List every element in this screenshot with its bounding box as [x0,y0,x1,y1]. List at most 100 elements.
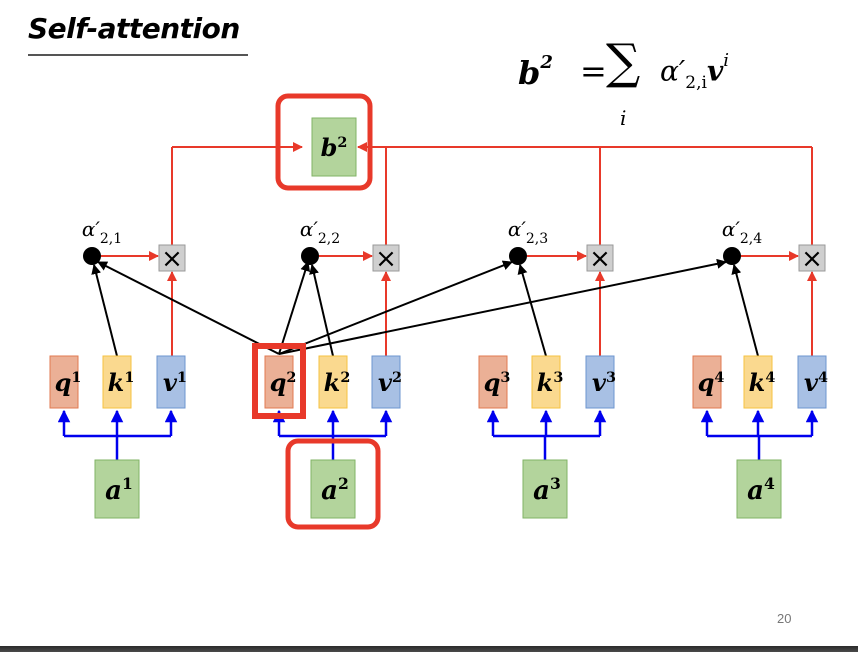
attention-score-label-4: α′2,4 [722,217,762,247]
formula-lhs-sup: 2 [540,52,553,74]
query2-to-score-1 [97,261,280,355]
q-label-4-sup: 4 [714,369,724,386]
sum-index: i [620,106,627,130]
query2-to-score-2 [278,261,311,355]
attention-score-dot-1 [83,247,101,265]
alpha-subscript: 2,1 [100,231,122,247]
alpha-subscript: 2,4 [740,231,762,247]
v-label-1-sup: 1 [177,369,187,386]
attention-score-dot-3 [509,247,527,265]
attention-score-label-1: α′2,1 [82,217,122,247]
multiply-icon-2: × [375,244,397,274]
formula-equals: = [580,52,607,90]
attention-score-dot-4 [723,247,741,265]
key-to-score-3 [517,264,547,357]
input-box-2 [310,459,356,519]
k-label-1-sup: 1 [124,369,134,386]
attention-score-label-2: α′2,2 [300,217,340,247]
formula-v: v [706,54,724,88]
v-label-1-base: v [163,368,178,397]
multiply-icon-3: × [589,244,611,274]
v-label-3: v3 [592,368,616,397]
sum-symbol: ∑ [606,34,641,90]
input-box-3 [522,459,568,519]
v-box-1 [156,355,186,409]
k-label-1: k1 [108,368,135,397]
q-label-4: q4 [698,368,725,397]
formula-lhs-symbol: b [518,54,541,92]
output-b2-label-sup: 2 [337,134,347,151]
multiply-icon-1: × [161,244,183,274]
v-box-4 [797,355,827,409]
k-box-2 [318,355,348,409]
v-label-2-sup: 2 [392,369,402,386]
output-b2-label-base: b [321,133,338,162]
input-label-3: a3 [533,474,561,506]
v-label-4: v4 [804,368,828,397]
alpha-symbol: α′ [300,217,319,241]
k-label-4-sup: 4 [765,369,775,386]
formula-alpha-sub: 2,i [685,73,707,94]
input-label-4: a4 [747,474,775,506]
q-label-1-base: q [55,368,72,397]
formula-alpha: α′ [660,54,686,88]
k-label-2-sup: 2 [340,369,350,386]
q-label-3-sup: 3 [500,369,510,386]
k-box-1 [102,355,132,409]
v-label-3-sup: 3 [606,369,616,386]
multiply-box-3 [586,244,614,272]
key-to-score-2 [309,264,334,357]
k-box-4 [743,355,773,409]
q-box-2 [264,355,294,409]
v-box-2 [371,355,401,409]
input-label-4-base: a [747,476,764,506]
output-highlight-box [275,93,373,191]
alpha-subscript: 2,3 [526,231,548,247]
multiply-box-1 [158,244,186,272]
input-label-4-sup: 4 [764,474,775,493]
input-label-1-sup: 1 [122,474,133,493]
k-label-3-sup: 3 [553,369,563,386]
connections [57,142,819,460]
input-label-1-base: a [105,476,122,506]
input-box-4 [736,459,782,519]
q-box-3 [478,355,508,409]
weighted-sum-formula: b2 = ∑ i α′2,ivi [510,32,810,142]
query2-to-score-4 [278,258,727,355]
k-label-4: k4 [749,368,776,397]
v-label-2: v2 [378,368,402,397]
multiply-box-4 [798,244,826,272]
input-label-2-sup: 2 [338,474,349,493]
formula-lhs: b2 [518,52,553,92]
q-box-1 [49,355,79,409]
alpha-symbol: α′ [82,217,101,241]
k-label-3-base: k [537,368,554,397]
alpha-symbol: α′ [722,217,741,241]
slide-title: Self-attention [28,12,240,45]
q-label-2: q2 [270,368,297,397]
output-b2-label: b2 [321,133,348,162]
q-label-2-base: q [270,368,287,397]
page-number: 20 [777,611,792,626]
attention-score-dot-2 [301,247,319,265]
input-label-1: a1 [105,474,133,506]
q-label-2-sup: 2 [286,369,296,386]
key-to-score-4 [731,264,759,357]
query-highlight-box-2 [252,343,306,419]
alpha-subscript: 2,2 [318,231,340,247]
v-label-4-base: v [804,368,819,397]
input-highlight-box-2 [285,438,381,530]
v-box-3 [585,355,615,409]
input-label-2-base: a [321,476,338,506]
alpha-symbol: α′ [508,217,527,241]
v-label-4-sup: 4 [818,369,828,386]
input-label-2: a2 [321,474,349,506]
k-label-4-base: k [749,368,766,397]
multiply-icon-4: × [801,244,823,274]
multiply-box-2 [372,244,400,272]
input-label-3-base: a [533,476,550,506]
k-label-1-base: k [108,368,125,397]
formula-term: α′2,ivi [660,50,729,93]
footer-bar [0,646,858,652]
